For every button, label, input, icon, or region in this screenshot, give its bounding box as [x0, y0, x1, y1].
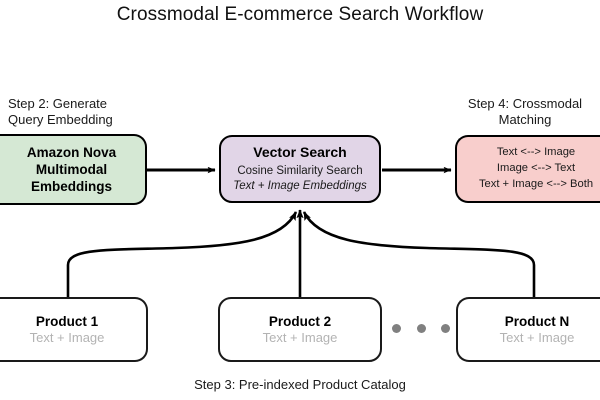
caption-step-4-line-2: Matching — [498, 112, 552, 128]
node-product-1[interactable]: Product 1 Text + Image — [0, 297, 148, 362]
node-matching-line-3: Text + Image <--> Both — [478, 177, 594, 190]
caption-step-4-line-1: Step 4: Crossmodal — [467, 96, 583, 111]
node-embeddings-line-1: Amazon Nova — [26, 144, 117, 160]
node-matching-line-2: Image <--> Text — [496, 162, 576, 175]
edge-productN-to-vector — [302, 211, 536, 297]
node-vector-search-title: Vector Search — [253, 143, 347, 160]
node-amazon-nova-embeddings[interactable]: Amazon Nova Multimodal Embeddings — [0, 134, 147, 205]
node-vector-search-detail: Text + Image Embeddings — [233, 180, 367, 193]
caption-step-2-line-1: Step 2: Generate — [8, 96, 108, 111]
caption-step-2-line-2: Query Embedding — [8, 112, 113, 128]
node-product-n[interactable]: Product N Text + Image — [456, 297, 600, 362]
node-vector-search-subtitle: Cosine Similarity Search — [237, 164, 363, 177]
node-crossmodal-matching[interactable]: Text <--> Image Image <--> Text Text + I… — [455, 135, 600, 203]
ellipsis-dot — [392, 323, 401, 333]
node-vector-search[interactable]: Vector Search Cosine Similarity Search T… — [219, 135, 381, 203]
node-embeddings-line-3: Embeddings — [30, 179, 112, 195]
node-embeddings-line-2: Multimodal — [35, 161, 108, 177]
node-matching-line-1: Text <--> Image — [496, 146, 576, 159]
node-product-2[interactable]: Product 2 Text + Image — [218, 297, 382, 362]
edge-product1-to-vector — [66, 211, 298, 297]
product-n-modality: Text + Image — [499, 330, 575, 345]
product-n-name: Product N — [504, 314, 570, 329]
page-title: Crossmodal E-commerce Search Workflow — [116, 4, 484, 25]
product-2-modality: Text + Image — [262, 330, 338, 345]
caption-step-2: Step 2: Generate Query Embedding — [8, 96, 158, 129]
caption-step-3: Step 3: Pre-indexed Product Catalog — [194, 377, 406, 392]
product-1-name: Product 1 — [35, 314, 99, 329]
ellipsis-dot — [441, 323, 450, 333]
ellipsis-dots-icon — [392, 320, 450, 336]
ellipsis-dot — [416, 323, 426, 333]
caption-step-4: Step 4: Crossmodal Matching — [450, 96, 600, 129]
product-2-name: Product 2 — [268, 314, 332, 329]
product-1-modality: Text + Image — [29, 330, 105, 345]
